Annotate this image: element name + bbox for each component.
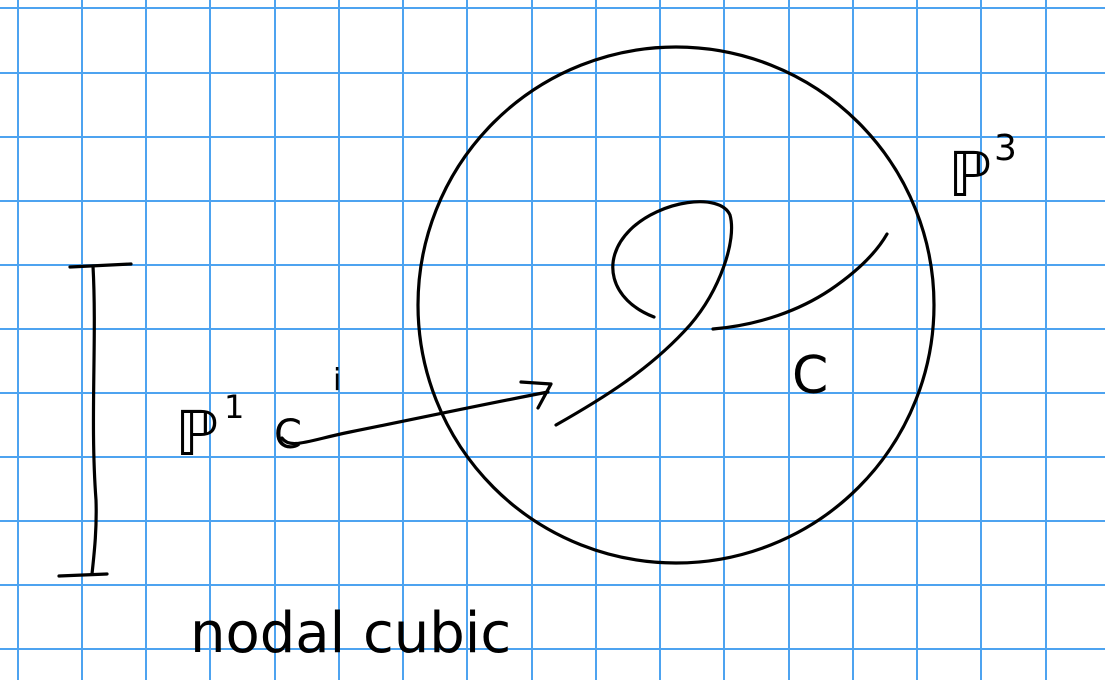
curve-label: C — [792, 346, 828, 406]
map-name-label: i — [333, 363, 341, 398]
cubic-loop-branch — [554, 200, 734, 427]
interval-bottom-bar — [57, 572, 109, 578]
interval-top-bar — [68, 262, 133, 269]
source-curve-label: C — [274, 412, 302, 458]
inclusion-arrow — [280, 380, 553, 446]
projective-line-interval — [57, 262, 133, 578]
arrow-shaft — [280, 390, 550, 446]
arrow-head — [519, 380, 553, 410]
interval-stem — [90, 264, 98, 576]
projective-space-circle — [416, 45, 936, 565]
p3-exponent: 3 — [994, 128, 1017, 169]
nodal-cubic-curve — [554, 200, 889, 427]
caption-label: nodal cubic — [190, 601, 511, 666]
cubic-right-branch — [711, 232, 889, 331]
p1-symbol: ℙ — [175, 397, 218, 470]
p3-symbol: ℙ — [948, 138, 991, 211]
p1-exponent: 1 — [224, 388, 244, 426]
